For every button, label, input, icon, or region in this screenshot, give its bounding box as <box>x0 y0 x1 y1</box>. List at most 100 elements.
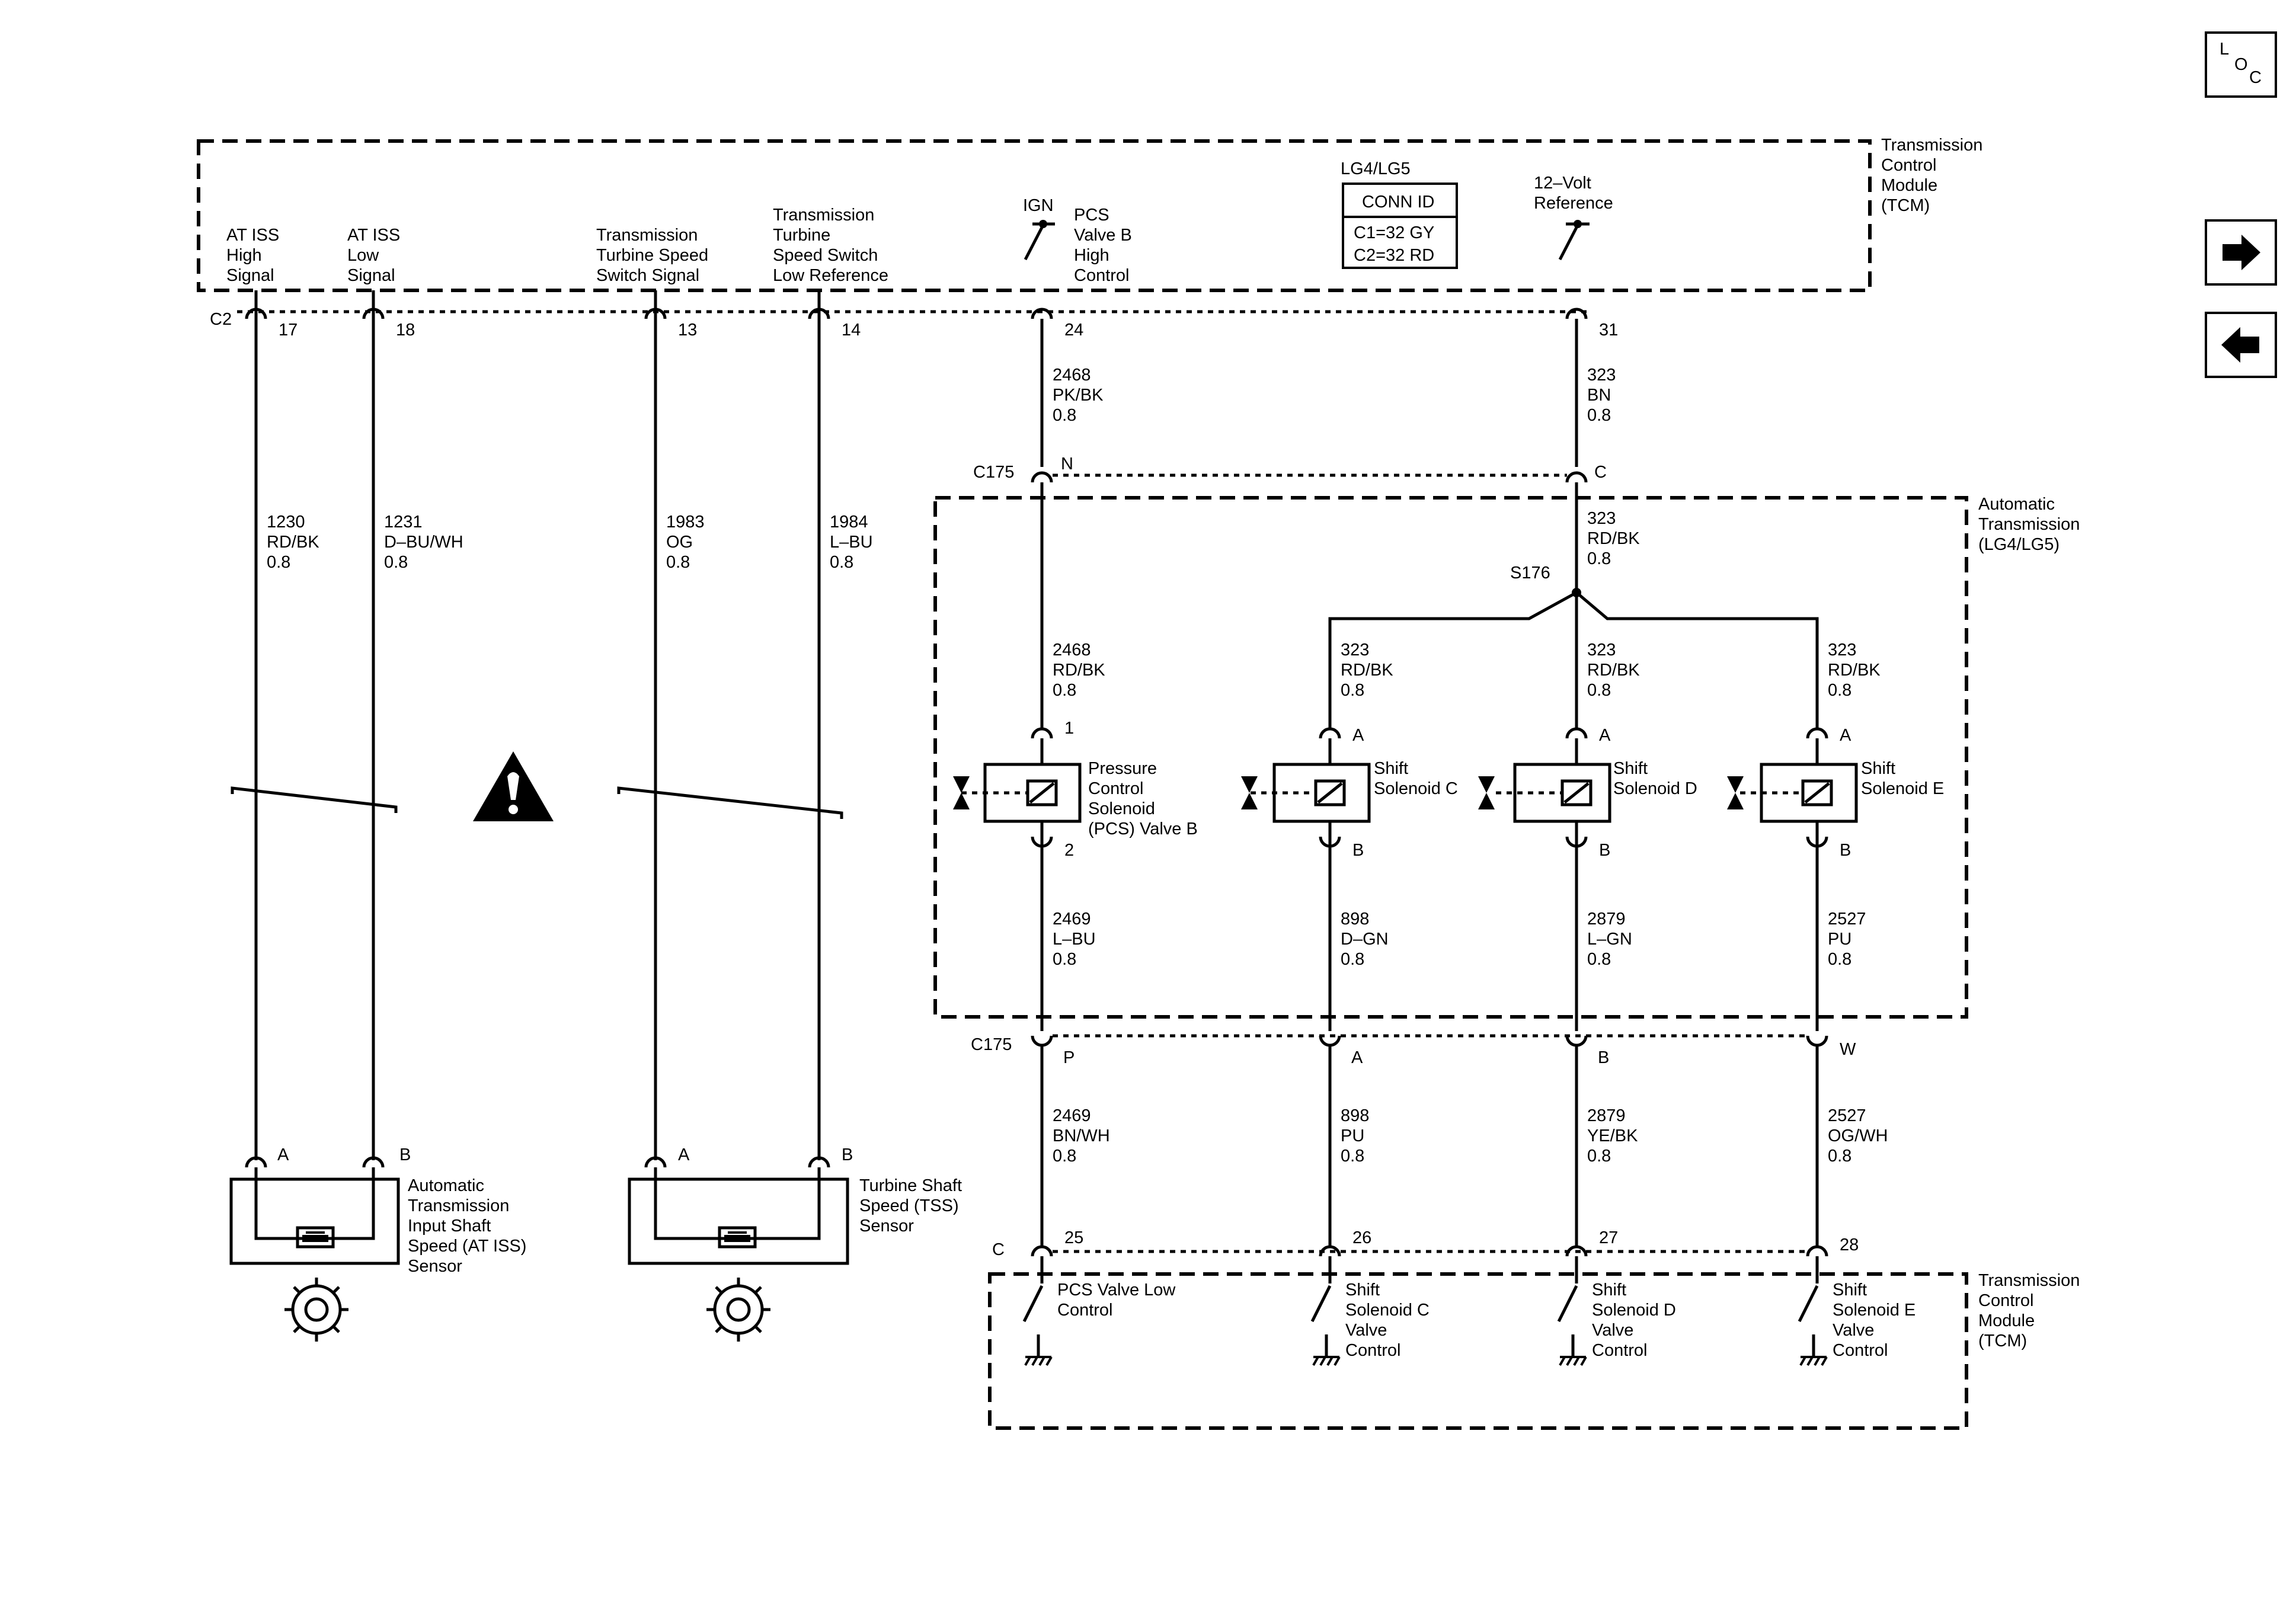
svg-text:1231: 1231 <box>384 513 423 532</box>
svg-text:0.8: 0.8 <box>1828 950 1851 969</box>
svg-text:27: 27 <box>1599 1228 1618 1247</box>
back-button[interactable] <box>2205 312 2277 378</box>
svg-text:W: W <box>1840 1040 1856 1059</box>
svg-text:Automatic: Automatic <box>1978 495 2055 514</box>
at-iss-sensor: A B Automatic Transmission Input Shaft S… <box>229 1145 526 1276</box>
twisted-pair-marks <box>231 786 843 819</box>
svg-text:RD/BK: RD/BK <box>1587 661 1640 680</box>
svg-text:18: 18 <box>396 321 415 340</box>
svg-text:323: 323 <box>1587 366 1616 385</box>
svg-text:1230: 1230 <box>267 513 305 532</box>
svg-text:898: 898 <box>1341 1106 1369 1125</box>
wire-2468-rdbk-label: 2468 RD/BK 0.8 <box>1053 641 1105 700</box>
at-iss-low-signal-label: AT ISS Low Signal <box>347 226 400 285</box>
svg-text:Control: Control <box>1345 1341 1401 1360</box>
tss-sensor-label: Turbine Shaft Speed (TSS) Sensor <box>859 1176 962 1235</box>
splice-s176-dot <box>1572 588 1581 597</box>
svg-text:2527: 2527 <box>1828 910 1866 929</box>
svg-text:Sensor: Sensor <box>859 1217 914 1235</box>
svg-text:Shift: Shift <box>1345 1281 1380 1299</box>
at-iss-pin-b: B <box>399 1145 411 1164</box>
svg-text:RD/BK: RD/BK <box>1341 661 1393 680</box>
svg-text:Valve B: Valve B <box>1074 226 1132 245</box>
svg-text:Transmission: Transmission <box>1978 1271 2080 1290</box>
at-iss-high-signal-label: AT ISS High Signal <box>226 226 279 285</box>
left-wires <box>254 290 821 1160</box>
svg-text:0.8: 0.8 <box>1053 950 1076 969</box>
svg-text:0.8: 0.8 <box>1828 1147 1851 1166</box>
svg-text:28: 28 <box>1840 1235 1859 1254</box>
svg-text:Turbine Speed: Turbine Speed <box>596 246 708 265</box>
svg-text:Module: Module <box>1881 176 1937 195</box>
gear-icon <box>706 1278 770 1342</box>
gear-icon <box>284 1278 348 1342</box>
c175-pin-n: N <box>1061 454 1073 473</box>
svg-text:25: 25 <box>1064 1228 1083 1247</box>
loc-letter-o: O <box>2234 55 2248 74</box>
svg-text:0.8: 0.8 <box>1053 681 1076 700</box>
pcs-valve-b-label: Pressure Control Solenoid (PCS) Valve B <box>1088 759 1198 838</box>
svg-text:L–BU: L–BU <box>1053 930 1096 949</box>
svg-text:Solenoid: Solenoid <box>1088 799 1155 818</box>
c2-pin-numbers: 17 18 13 14 24 31 <box>279 321 1618 340</box>
svg-text:OG/WH: OG/WH <box>1828 1126 1888 1145</box>
svg-text:Control: Control <box>1978 1291 2034 1310</box>
svg-text:0.8: 0.8 <box>1587 1147 1611 1166</box>
ref-12v-switch <box>1558 220 1590 261</box>
svg-text:Shift: Shift <box>1861 759 1895 778</box>
tcm-bottom-connector-label: C <box>992 1240 1005 1259</box>
svg-text:898: 898 <box>1341 910 1369 929</box>
svg-text:Reference: Reference <box>1534 194 1613 213</box>
automatic-transmission-label: Automatic Transmission (LG4/LG5) <box>1978 495 2080 554</box>
svg-text:BN/WH: BN/WH <box>1053 1126 1110 1145</box>
wire-323-rdbk-c-label: 323 RD/BK 0.8 <box>1341 641 1393 700</box>
svg-text:Solenoid C: Solenoid C <box>1374 779 1458 798</box>
svg-text:Solenoid D: Solenoid D <box>1613 779 1697 798</box>
svg-text:2879: 2879 <box>1587 910 1626 929</box>
svg-text:Control: Control <box>1833 1341 1888 1360</box>
svg-text:OG: OG <box>666 533 693 552</box>
svg-text:Control: Control <box>1881 156 1937 175</box>
svg-text:2468: 2468 <box>1053 641 1091 660</box>
svg-text:13: 13 <box>678 321 697 340</box>
svg-text:Control: Control <box>1088 779 1144 798</box>
svg-text:0.8: 0.8 <box>267 553 290 572</box>
loc-letter-l: L <box>2220 40 2229 59</box>
svg-text:323: 323 <box>1341 641 1369 660</box>
wire-2879-yebk-label: 2879 YE/BK 0.8 <box>1587 1106 1638 1166</box>
feed-wires <box>1040 319 1578 467</box>
svg-text:Valve: Valve <box>1592 1321 1633 1340</box>
svg-text:323: 323 <box>1587 509 1616 528</box>
svg-text:Solenoid E: Solenoid E <box>1833 1301 1916 1320</box>
at-iss-pin-a: A <box>277 1145 289 1164</box>
wire-323-rdbk-d-label: 323 RD/BK 0.8 <box>1587 641 1640 700</box>
tcm-top-label: Transmission Control Module (TCM) <box>1881 136 1982 215</box>
shift-solenoid-c-label: Shift Solenoid C <box>1374 759 1458 798</box>
svg-text:31: 31 <box>1599 321 1618 340</box>
wire-2527-ogwh-label: 2527 OG/WH 0.8 <box>1828 1106 1888 1166</box>
loc-button[interactable]: L O C <box>2205 31 2277 98</box>
svg-text:12–Volt: 12–Volt <box>1534 174 1591 193</box>
svg-text:Transmission: Transmission <box>408 1196 509 1215</box>
wire-2468-pkbk-label: 2468 PK/BK 0.8 <box>1053 366 1104 425</box>
svg-text:0.8: 0.8 <box>1828 681 1851 700</box>
svg-text:High: High <box>1074 246 1109 265</box>
svg-text:RD/BK: RD/BK <box>1587 529 1640 548</box>
automatic-transmission-box <box>933 496 1968 1019</box>
shift-solenoid-d: A B Shift Solenoid D <box>1478 726 1697 860</box>
svg-text:Control: Control <box>1074 266 1130 285</box>
svg-text:PCS Valve Low: PCS Valve Low <box>1057 1281 1176 1299</box>
svg-text:AT ISS: AT ISS <box>226 226 279 245</box>
forward-button[interactable] <box>2205 219 2277 286</box>
svg-text:Signal: Signal <box>226 266 274 285</box>
shift-solenoid-e-label: Shift Solenoid E <box>1861 759 1944 798</box>
svg-text:L–BU: L–BU <box>830 533 873 552</box>
tss-sensor: A B Turbine Shaft Speed (TSS) Sensor <box>628 1145 962 1265</box>
tcm-bottom-label: Transmission Control Module (TCM) <box>1978 1271 2080 1350</box>
c2-pins <box>245 308 1588 319</box>
svg-text:0.8: 0.8 <box>1587 950 1611 969</box>
c175-top-label: C175 <box>973 463 1014 482</box>
svg-text:323: 323 <box>1828 641 1856 660</box>
svg-text:Speed (TSS): Speed (TSS) <box>859 1196 959 1215</box>
wire-2879-lgn-label: 2879 L–GN 0.8 <box>1587 910 1632 969</box>
